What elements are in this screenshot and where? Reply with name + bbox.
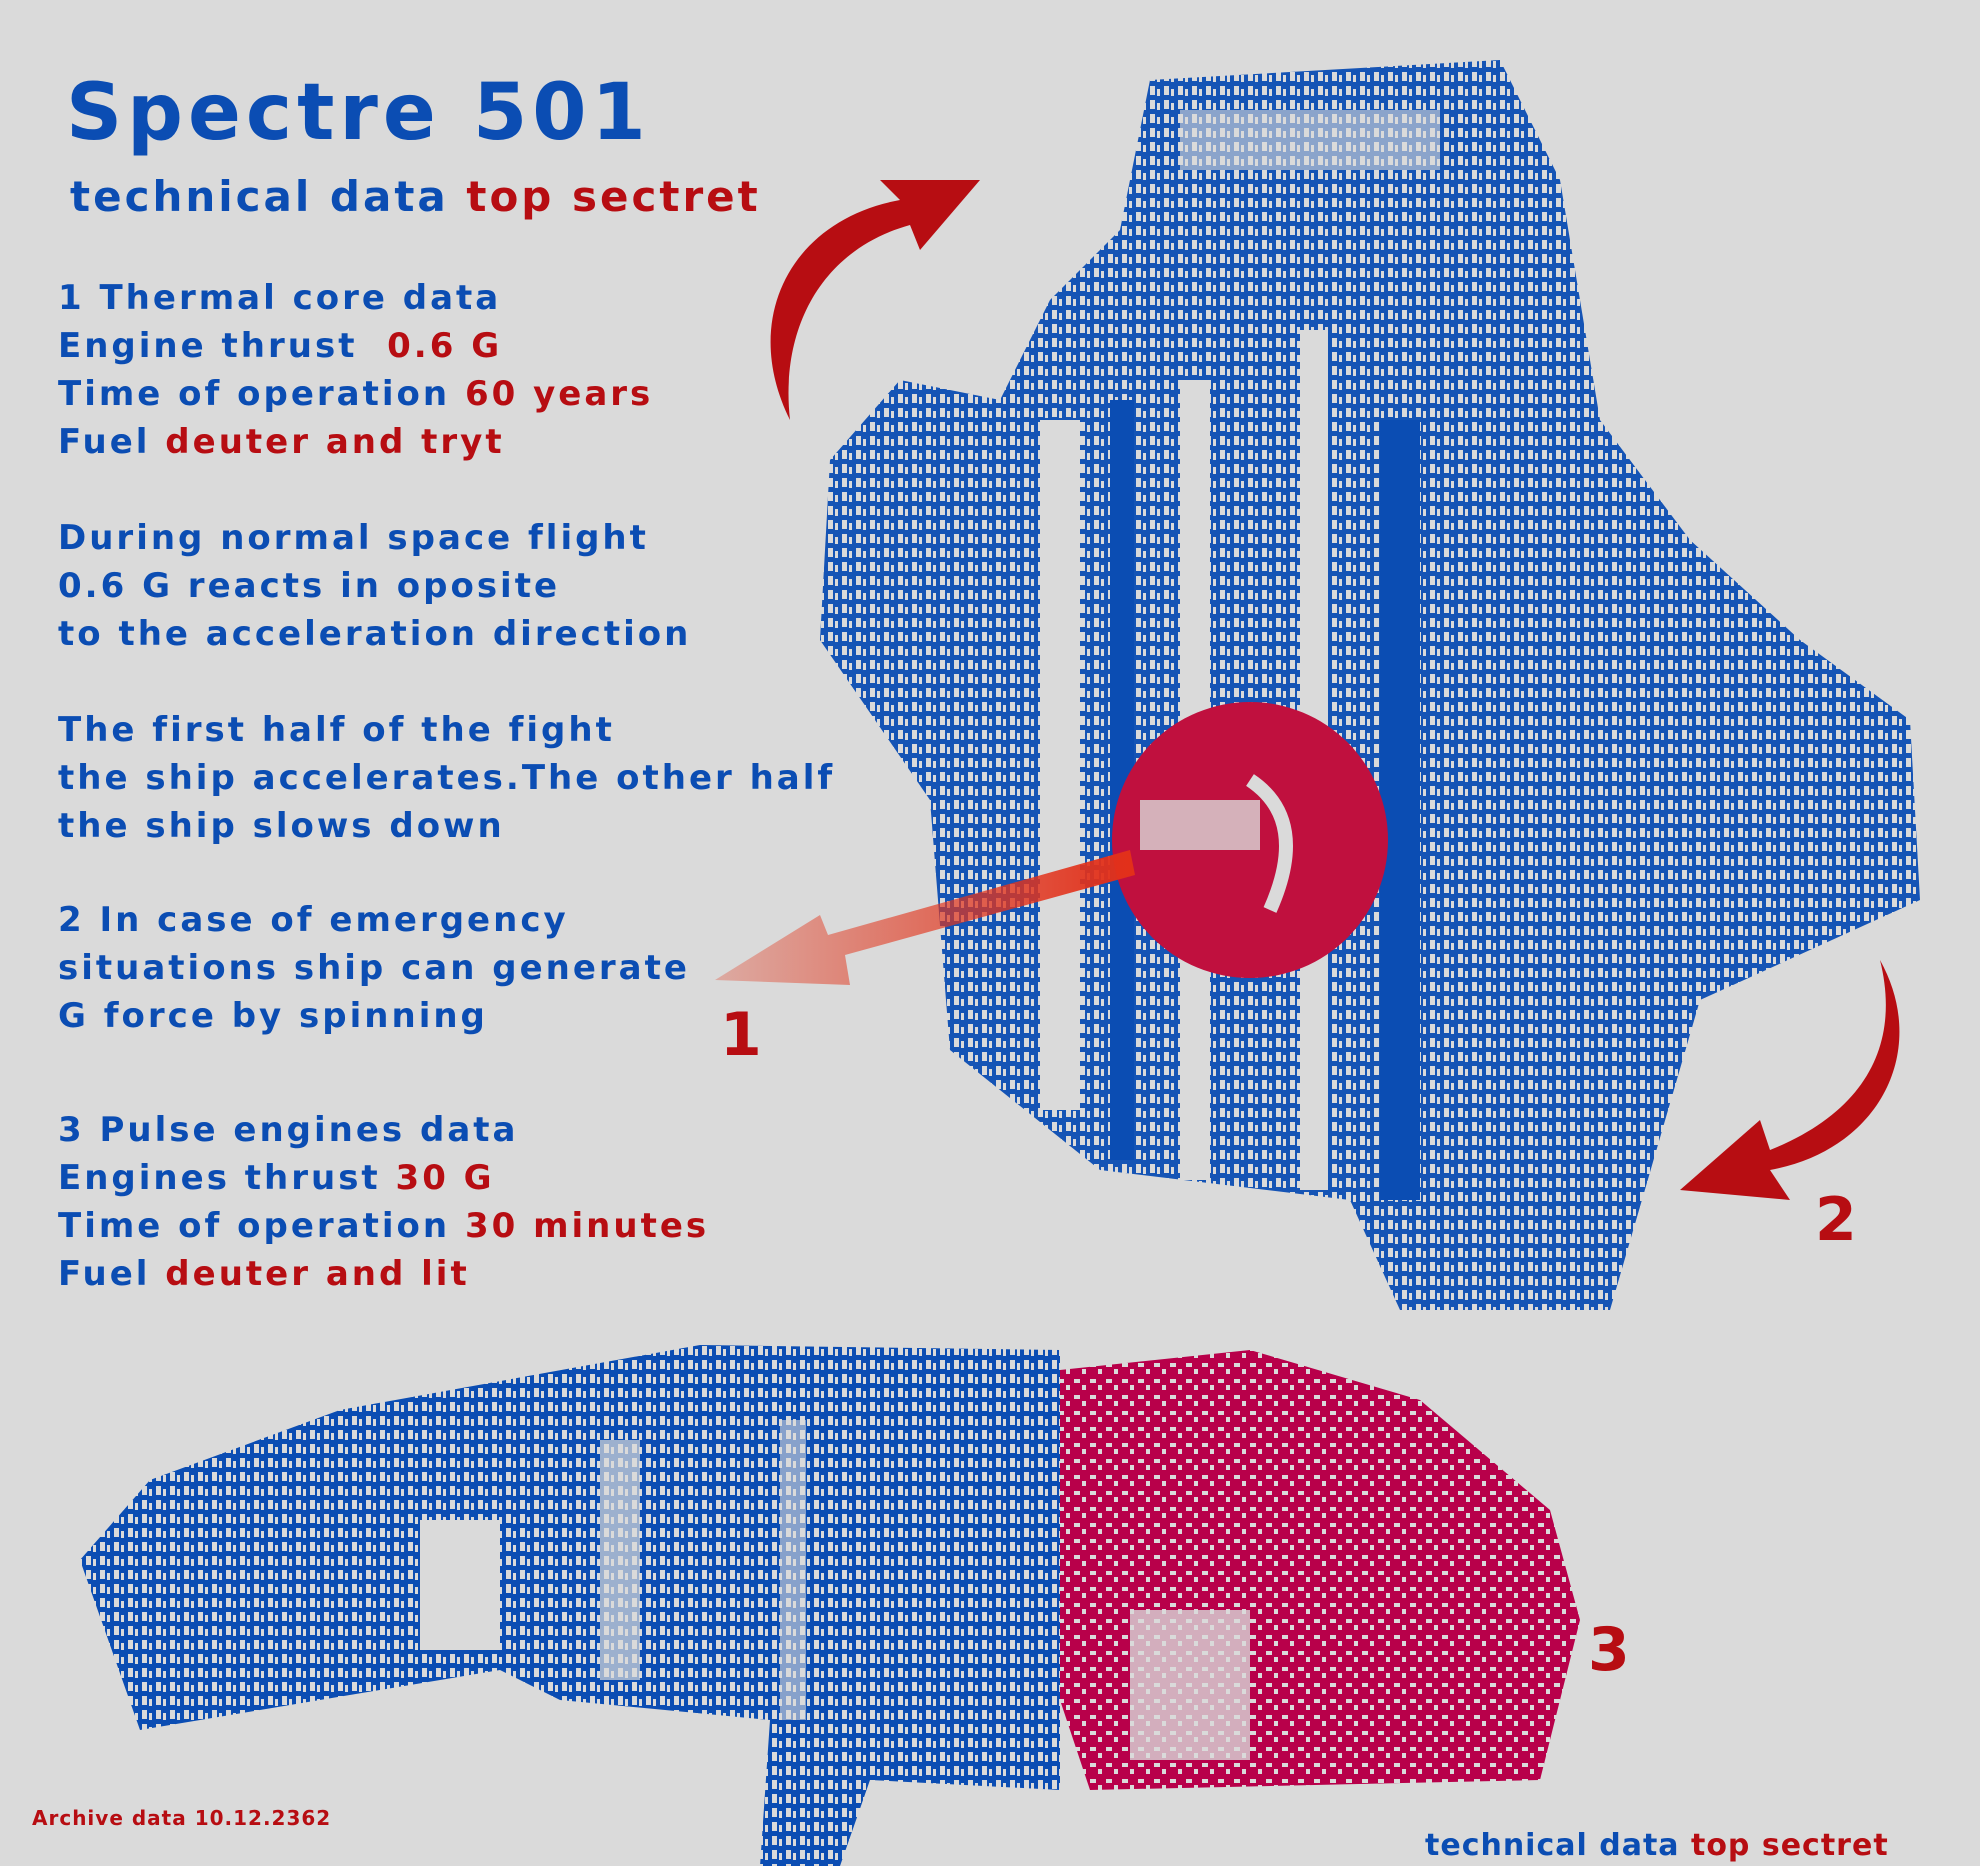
page-title: Spectre 501 xyxy=(66,68,651,158)
pulse-time: Time of operation 30 minutes xyxy=(58,1206,709,1246)
footer-subtitle-part2: top sectret xyxy=(1690,1828,1889,1863)
footer-subtitle: technical data top sectret xyxy=(1425,1828,1889,1863)
pulse-heading: 3 Pulse engines data xyxy=(58,1110,519,1150)
thermal-time: Time of operation 60 years xyxy=(58,374,653,414)
normal-flight-line: During normal space flight xyxy=(58,518,649,558)
first-half-line: the ship slows down xyxy=(58,806,505,846)
value: 30 G xyxy=(395,1158,495,1198)
callout-1: 1 xyxy=(720,1000,762,1070)
emergency-line: G force by spinning xyxy=(58,996,488,1036)
subtitle-part2: top sectret xyxy=(466,172,761,221)
normal-flight-line: to the acceleration direction xyxy=(58,614,692,654)
label: Engines thrust xyxy=(58,1158,381,1198)
value: 30 minutes xyxy=(464,1206,710,1246)
value: deuter and lit xyxy=(165,1254,470,1294)
first-half-line: the ship accelerates.The other half xyxy=(58,758,836,798)
value: deuter and tryt xyxy=(165,422,505,462)
emergency-line: situations ship can generate xyxy=(58,948,690,988)
label: Fuel xyxy=(58,1254,151,1294)
thermal-fuel: Fuel deuter and tryt xyxy=(58,422,505,462)
label: Time of operation xyxy=(58,374,451,414)
archive-date: Archive data 10.12.2362 xyxy=(32,1806,332,1830)
subtitle: technical data top sectret xyxy=(70,172,761,221)
pulse-fuel: Fuel deuter and lit xyxy=(58,1254,470,1294)
normal-flight-line: 0.6 G reacts in oposite xyxy=(58,566,561,606)
thermal-thrust: Engine thrust 0.6 G xyxy=(58,326,502,366)
rotation-arrow-top xyxy=(770,180,980,420)
label: Fuel xyxy=(58,422,151,462)
footer-subtitle-part1: technical data xyxy=(1425,1828,1680,1863)
emergency-line: 2 In case of emergency xyxy=(58,900,569,940)
callout-2: 2 xyxy=(1815,1185,1857,1255)
label: Time of operation xyxy=(58,1206,451,1246)
side-ship-view xyxy=(80,1345,1580,1866)
label: Engine thrust xyxy=(58,326,358,366)
callout-3: 3 xyxy=(1588,1615,1630,1685)
pulse-thrust: Engines thrust 30 G xyxy=(58,1158,495,1198)
top-ship-view xyxy=(820,60,1920,1310)
subtitle-part1: technical data xyxy=(70,172,449,221)
first-half-line: The first half of the fight xyxy=(58,710,615,750)
thermal-heading: 1 Thermal core data xyxy=(58,278,502,318)
core-pointer-arrow xyxy=(715,850,1135,985)
value: 0.6 G xyxy=(387,326,503,366)
value: 60 years xyxy=(464,374,654,414)
rotation-arrow-right xyxy=(1680,960,1900,1200)
